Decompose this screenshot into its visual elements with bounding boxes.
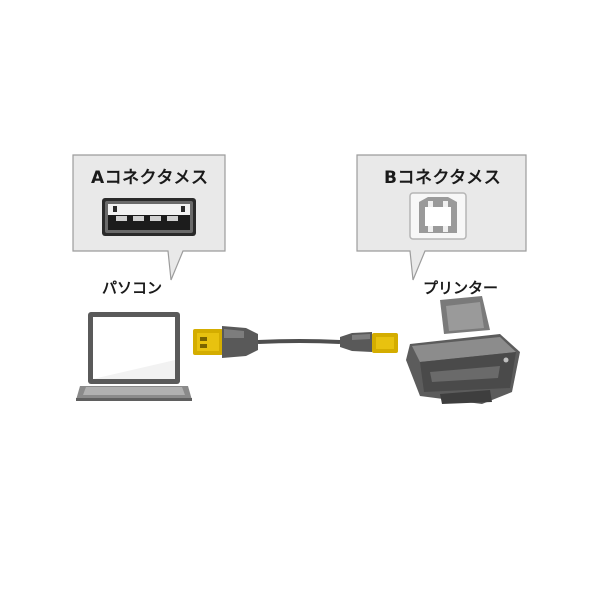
printer-label: プリンター bbox=[423, 279, 499, 297]
usb-a-receptacle-icon bbox=[102, 198, 196, 236]
usb-b-receptacle-icon bbox=[409, 192, 467, 240]
callout-a-title: Aコネクタメス bbox=[91, 168, 209, 188]
usb-cable-icon bbox=[193, 326, 398, 358]
computer-label: パソコン bbox=[102, 279, 163, 297]
callout-b-connector bbox=[356, 154, 527, 281]
callout-b-title: Bコネクタメス bbox=[384, 168, 502, 188]
printer-icon bbox=[406, 296, 520, 404]
laptop-icon bbox=[76, 312, 192, 401]
callout-a-connector bbox=[72, 154, 226, 281]
